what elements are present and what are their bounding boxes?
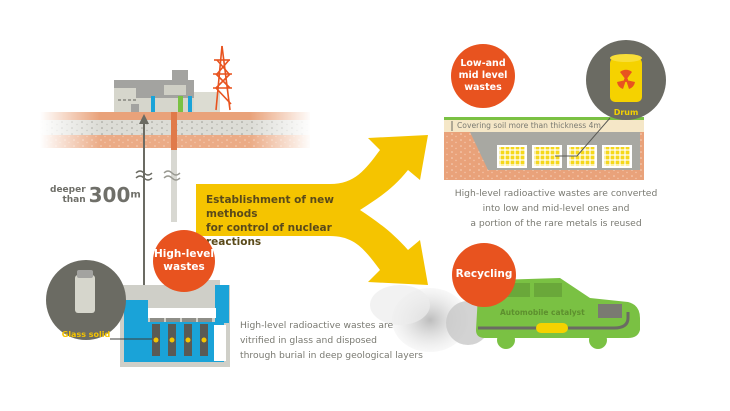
low-mid-badge-line1: Low-and	[460, 58, 506, 70]
high-level-description: High-level radioactive wastes are vitrif…	[240, 318, 423, 363]
depth-marker: deeper than 300m	[50, 183, 141, 207]
branching-arrow	[196, 135, 428, 285]
low-mid-badge-line3: wastes	[464, 81, 502, 93]
depth-prefix: deeper than	[50, 185, 86, 205]
automobile-catalyst-label: Automobile catalyst	[500, 308, 585, 317]
low-mid-badge-line2: mid level	[458, 70, 508, 82]
high-level-desc-line1: High-level radioactive wastes are	[240, 320, 394, 331]
depth-prefix-line2: than	[62, 195, 86, 205]
depth-unit: m	[130, 189, 141, 201]
glass-solid-inset	[46, 260, 152, 340]
shallow-repository	[444, 117, 644, 180]
high-level-badge-line2: wastes	[163, 261, 205, 273]
central-arrow-line1: Establishment of new methods	[206, 194, 334, 220]
power-plant	[114, 70, 220, 112]
high-level-wastes-badge: High-level wastes	[153, 230, 215, 292]
recycling-badge: Recycling	[452, 243, 516, 307]
drum-inset	[586, 40, 666, 120]
transmission-tower	[213, 45, 232, 111]
depth-prefix-line1: deeper	[50, 185, 86, 195]
low-mid-desc-line2: into low and mid-level ones and	[482, 203, 630, 214]
high-level-desc-line2: vitrified in glass and disposed	[240, 335, 378, 346]
depth-value: 300	[88, 183, 131, 207]
low-mid-desc-line1: High-level radioactive wastes are conver…	[454, 188, 658, 199]
low-mid-description: High-level radioactive wastes are conver…	[436, 186, 676, 231]
drum-label: Drum	[613, 108, 639, 117]
high-level-badge-line1: High-level	[153, 247, 215, 260]
central-arrow-line2: for control of nuclear reactions	[206, 222, 332, 248]
covering-soil-label: Covering soil more than thickness 4m	[457, 121, 601, 130]
repository-facility	[120, 280, 230, 367]
central-arrow-label: Establishment of new methods for control…	[206, 193, 386, 249]
low-mid-level-wastes-badge: Low-and mid level wastes	[451, 44, 515, 108]
high-level-desc-line3: through burial in deep geological layers	[240, 350, 423, 361]
glass-solid-label: Glass solid	[61, 330, 111, 339]
low-mid-desc-line3: a portion of the rare metals is reused	[470, 218, 642, 229]
